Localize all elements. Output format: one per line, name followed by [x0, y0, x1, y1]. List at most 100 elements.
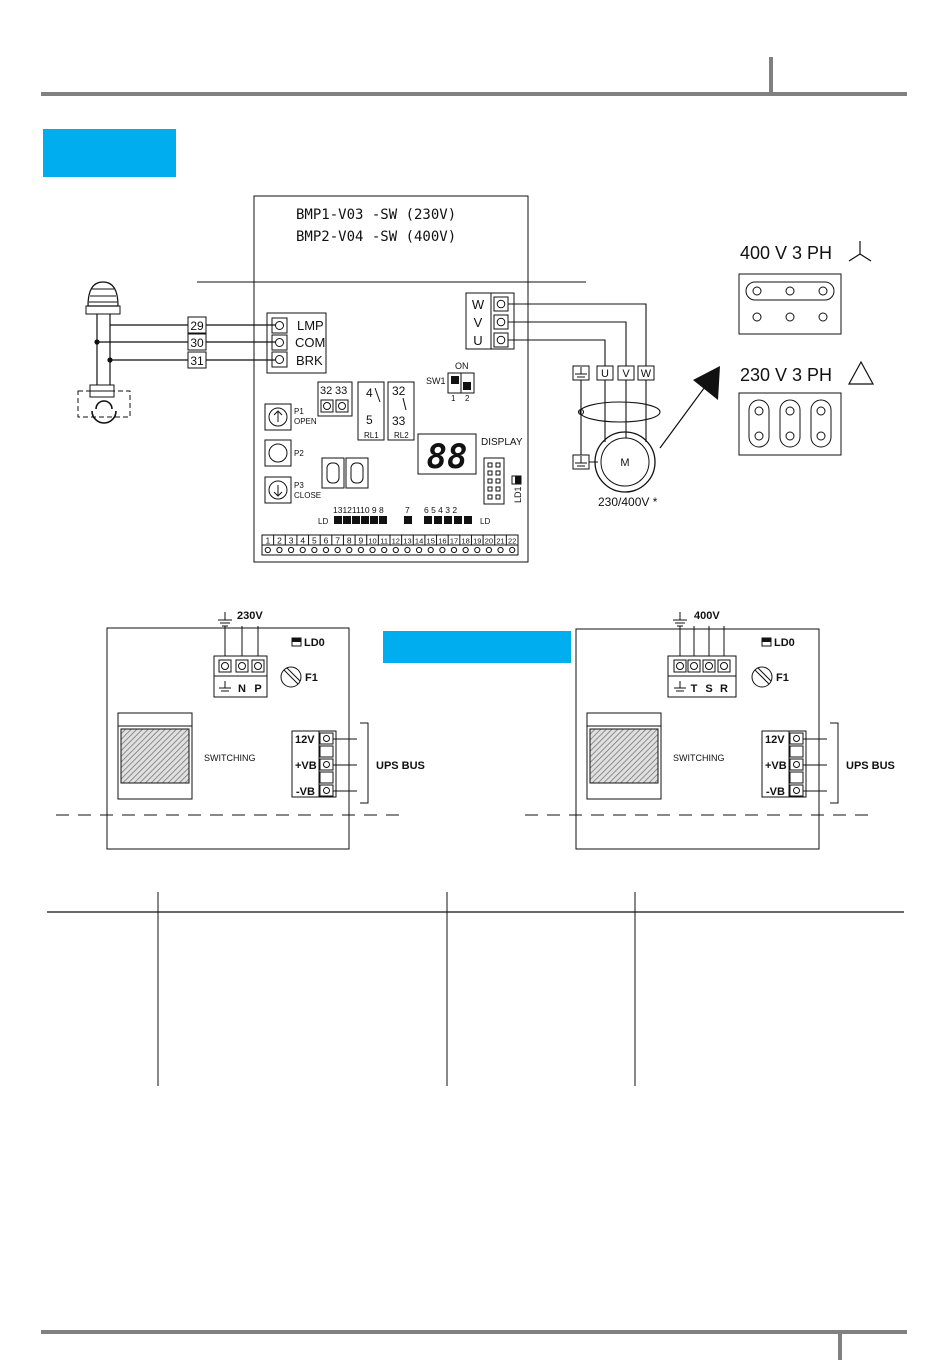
- terminal-screw-2: [276, 546, 283, 554]
- sw-2-label: 2: [465, 394, 470, 403]
- psu-400-voltage: 400V: [694, 610, 720, 622]
- terminal-number-12: 12: [392, 537, 400, 546]
- seven-segment-display: [417, 433, 477, 475]
- dip-switch-sw1: [447, 372, 475, 394]
- terminal-number-17: 17: [450, 537, 458, 546]
- lmp-label: LMP: [297, 318, 324, 333]
- p3-label: P3: [294, 481, 304, 490]
- psu-400-mains-wires: [679, 626, 725, 661]
- rl1-bottom-label: 5: [366, 413, 373, 427]
- psu-230-fuse-icon: [280, 666, 302, 688]
- psu-400-ld0-led: [761, 637, 772, 647]
- relay-terminal-32-33: [317, 381, 353, 417]
- psu-400-ground-icon: [673, 612, 687, 627]
- terminal-screw-12: [392, 546, 399, 554]
- led-number-7: 7: [405, 505, 410, 515]
- wiring-left: [94, 314, 275, 385]
- button-p1: [264, 403, 292, 431]
- terminal-screw-15: [427, 546, 434, 554]
- led-numbers-right: 6 5 4 3 2: [424, 505, 457, 515]
- ld-left-label: LD: [318, 517, 328, 526]
- terminal-number-13: 13: [403, 537, 411, 546]
- term-33-label: 33: [335, 385, 347, 397]
- terminal-screw-3: [287, 546, 295, 554]
- footer-tick: [838, 1330, 842, 1360]
- terminal-number-2: 2: [277, 536, 282, 546]
- terminal-number-5: 5: [312, 536, 317, 546]
- motor-wiring: [508, 303, 661, 463]
- sw-1-label: 1: [451, 394, 456, 403]
- u-out-label: U: [473, 333, 482, 348]
- header-rule: [41, 92, 907, 96]
- motor-u-label: U: [601, 368, 609, 380]
- psu-400-vb-plus: +VB: [765, 760, 787, 772]
- brake-icon: [77, 384, 131, 424]
- terminal-screw-8: [346, 546, 353, 554]
- motor-w-label: W: [641, 368, 652, 380]
- psu-230-ld0-led: [291, 637, 302, 647]
- star-label: 400 V 3 PH: [740, 243, 832, 263]
- empty-table: [47, 892, 904, 1086]
- psu-400-12v: 12V: [765, 734, 785, 746]
- input-terminal-block: [187, 316, 207, 369]
- terminal-screw-21: [497, 546, 504, 554]
- psu-400-switching-label: SWITCHING: [673, 753, 725, 763]
- header-connector: [483, 457, 505, 505]
- terminal-number-6: 6: [324, 536, 329, 546]
- terminal-number-14: 14: [415, 537, 423, 546]
- term-32-label: 32: [320, 385, 332, 397]
- output-connector: [266, 312, 327, 374]
- motor-output-connector: [465, 292, 515, 350]
- rl2-label: RL2: [394, 431, 409, 440]
- terminal-screw-22: [509, 546, 516, 554]
- flashing-lamp-icon: [85, 281, 121, 315]
- psu-230-ups-bus-connector: [291, 722, 369, 804]
- delta-label: 230 V 3 PH: [740, 365, 832, 385]
- psu-230-voltage: 230V: [237, 610, 263, 622]
- led-ld1: [511, 475, 522, 485]
- terminal-screw-7: [334, 546, 341, 554]
- terminal-number-1: 1: [265, 536, 270, 546]
- terminal-screw-4: [299, 546, 306, 554]
- terminal-screw-9: [357, 546, 365, 554]
- psu-230-vb-plus: +VB: [295, 760, 317, 772]
- terminal-screw-1: [264, 546, 271, 554]
- display-digits: 88: [427, 437, 468, 477]
- star-connection-plate: [738, 273, 842, 335]
- terminal-screw-6: [322, 546, 330, 554]
- terminal-screw-11: [381, 546, 388, 554]
- arrow-icon: [659, 366, 720, 449]
- psu-400-vb-minus: -VB: [766, 786, 785, 798]
- relay-rl2: [387, 381, 415, 441]
- psu-400-r-label: R: [720, 683, 728, 695]
- ld1-label: LD1: [513, 486, 523, 503]
- fuse-holders: [321, 457, 369, 489]
- ld-right-label: LD: [480, 517, 490, 526]
- terminal-number-22: 22: [508, 537, 516, 546]
- psu-400-f1-label: F1: [776, 672, 789, 684]
- motor-symbol: M: [620, 457, 629, 469]
- sw1-label: SW1: [426, 376, 446, 386]
- delta-icon: [847, 360, 875, 385]
- terminal-number-3: 3: [289, 536, 294, 546]
- psu-230-ld0-label: LD0: [304, 637, 325, 649]
- com-label: COM: [295, 335, 325, 350]
- terminal-screw-18: [462, 546, 469, 554]
- terminal-number-11: 11: [380, 537, 388, 546]
- v-out-label: V: [474, 315, 483, 330]
- model-line-2: BMP2-V04 -SW (400V): [296, 229, 456, 245]
- terminal-screw-16: [439, 546, 446, 554]
- terminal-number-20: 20: [485, 537, 493, 546]
- terminal-screw-17: [450, 546, 458, 554]
- rl1-label: RL1: [364, 431, 379, 440]
- terminal-30: 30: [190, 336, 204, 350]
- terminal-number-19: 19: [473, 537, 481, 546]
- relay-rl1: [357, 381, 385, 441]
- p3-close-label: CLOSE: [294, 491, 321, 500]
- display-label: DISPLAY: [481, 437, 523, 448]
- psu-400-ld0-label: LD0: [774, 637, 795, 649]
- terminal-number-8: 8: [347, 536, 352, 546]
- terminal-screw-20: [485, 546, 493, 554]
- terminal-number-16: 16: [438, 537, 446, 546]
